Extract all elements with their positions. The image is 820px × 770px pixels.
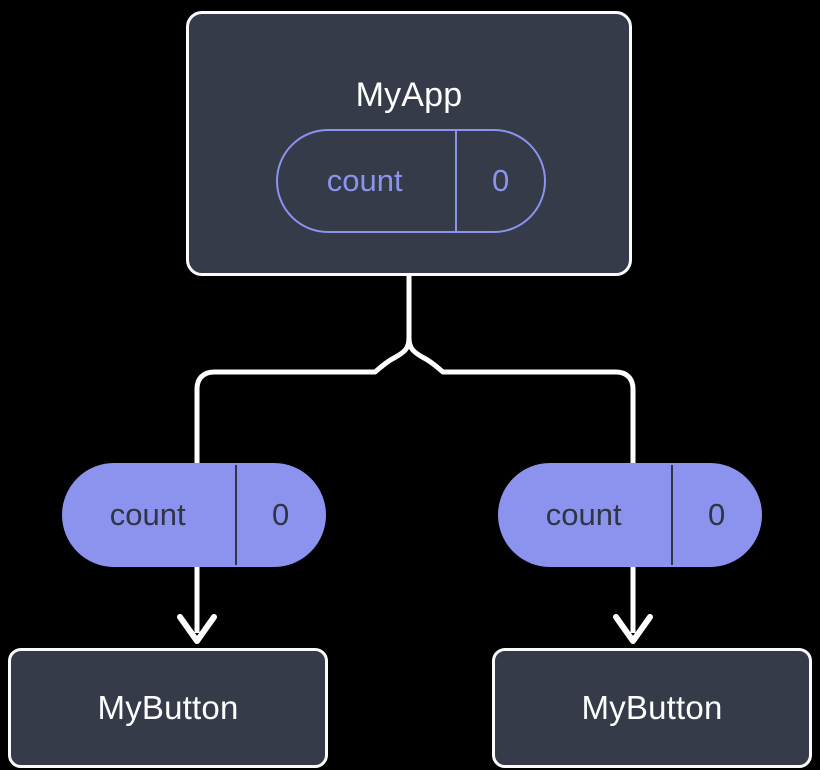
prop-pill-value: 0 [671,465,760,565]
edge-root-fork-right [406,335,636,473]
prop-pill-value: 0 [235,465,324,565]
component-card-mybutton-left[interactable]: MyButton [8,648,328,768]
component-card-mybutton-right[interactable]: MyButton [492,648,812,768]
edge-root-fork [194,273,412,473]
prop-pill-count-right[interactable]: count 0 [498,463,762,567]
state-pill-value: 0 [455,131,544,231]
state-pill-count[interactable]: count 0 [276,129,546,233]
arrow-right [613,567,653,644]
prop-pill-key: count [545,497,622,532]
arrow-left [177,567,217,644]
leaf-component-title: MyButton [581,689,723,726]
state-pill-key: count [326,163,403,198]
prop-pill-key: count [109,497,186,532]
prop-pill-count-left[interactable]: count 0 [62,463,326,567]
root-component-title: MyApp [355,76,463,114]
leaf-component-title: MyButton [97,689,239,726]
